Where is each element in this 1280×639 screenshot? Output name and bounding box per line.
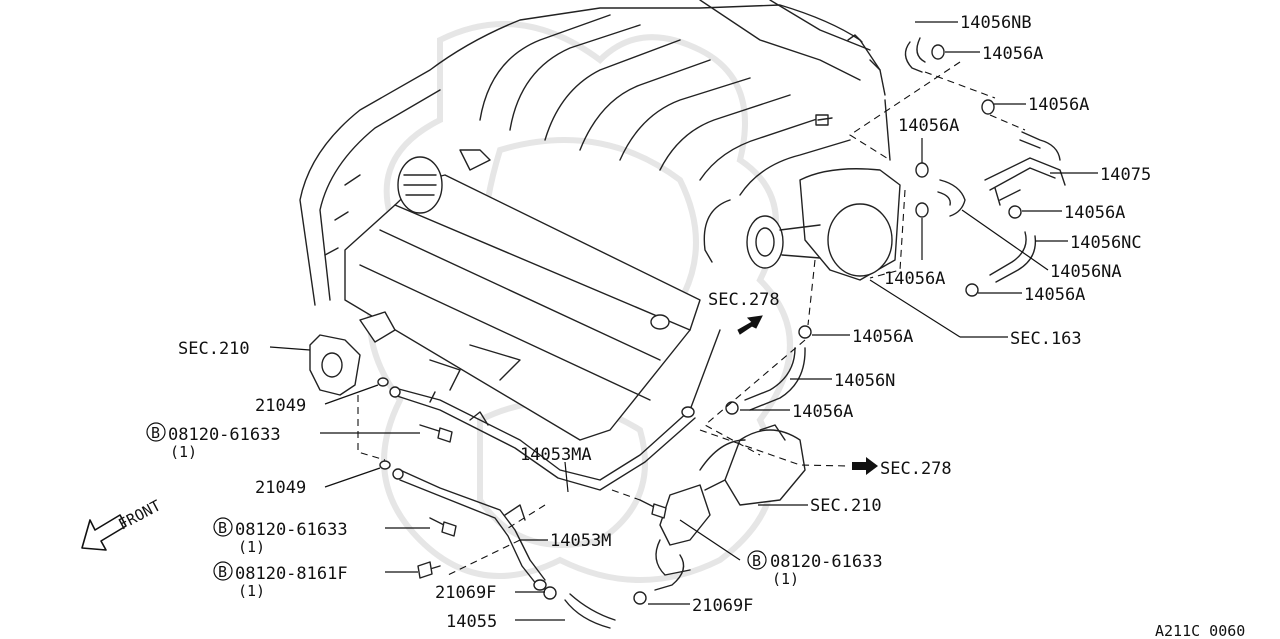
label-14056NB: 14056NB	[960, 13, 1032, 33]
label-21069F: 21069F	[435, 583, 496, 603]
engine-illustration	[299, 0, 901, 576]
label-14056A: 14056A	[852, 327, 913, 347]
arrows	[81, 315, 878, 551]
label-sec210: SEC.210	[810, 496, 882, 516]
bolt-marker-circle	[213, 561, 233, 581]
label-bolt-part-number: 08120-61633	[770, 552, 883, 572]
label-21069F: 21069F	[692, 596, 753, 616]
label-bolt-qty: (1)	[238, 582, 265, 600]
label-21049: 21049	[255, 478, 306, 498]
label-bolt-qty: (1)	[238, 538, 265, 556]
label-14056NA: 14056NA	[1050, 262, 1122, 282]
label-14056A: 14056A	[1064, 203, 1125, 223]
label-21049: 21049	[255, 396, 306, 416]
label-14056A: 14056A	[1028, 95, 1089, 115]
label-14056A: 14056A	[792, 402, 853, 422]
label-14075: 14075	[1100, 165, 1151, 185]
bolt-marker: B	[151, 424, 160, 442]
bolt-marker-circle	[146, 422, 166, 442]
label-14056A: 14056A	[1024, 285, 1085, 305]
front-arrow-icon	[81, 514, 127, 551]
label-14053M: 14053M	[550, 531, 611, 551]
label-sec278: SEC.278	[880, 459, 952, 479]
leader-lines	[269, 21, 1098, 621]
hoses-and-pipes	[377, 37, 1066, 629]
diagram-code: A211C 0060	[1155, 622, 1245, 639]
label-14055: 14055	[446, 612, 497, 632]
label-14053MA: 14053MA	[520, 445, 592, 465]
bolt-marker-circle	[213, 517, 233, 537]
label-14056NC: 14056NC	[1070, 233, 1142, 253]
label-sec163: SEC.163	[1010, 329, 1082, 349]
bolt-marker: B	[752, 552, 761, 570]
bolt-marker-circle	[747, 550, 767, 570]
label-bolt-qty: (1)	[772, 570, 799, 588]
label-bolt-qty: (1)	[170, 443, 197, 461]
label-14056A: 14056A	[982, 44, 1043, 64]
sec278-top-arrow	[737, 315, 763, 335]
front-label: FRONT	[115, 496, 163, 533]
label-14056N: 14056N	[834, 371, 895, 391]
label-14056A: 14056A	[898, 116, 959, 136]
label-bolt-part-number: 08120-8161F	[235, 564, 348, 584]
label-sec278: SEC.278	[708, 290, 780, 310]
sec278-right-arrow	[852, 457, 878, 475]
label-bolt-part-number: 08120-61633	[168, 425, 281, 445]
bolt-marker: B	[218, 519, 227, 537]
callout-labels: 14056NB 14056A 14056A 14056A 14075 14056…	[115, 13, 1245, 639]
label-sec210: SEC.210	[178, 339, 250, 359]
bolt-marker: B	[218, 563, 227, 581]
label-14056A: 14056A	[884, 269, 945, 289]
label-bolt-part-number: 08120-61633	[235, 520, 348, 540]
